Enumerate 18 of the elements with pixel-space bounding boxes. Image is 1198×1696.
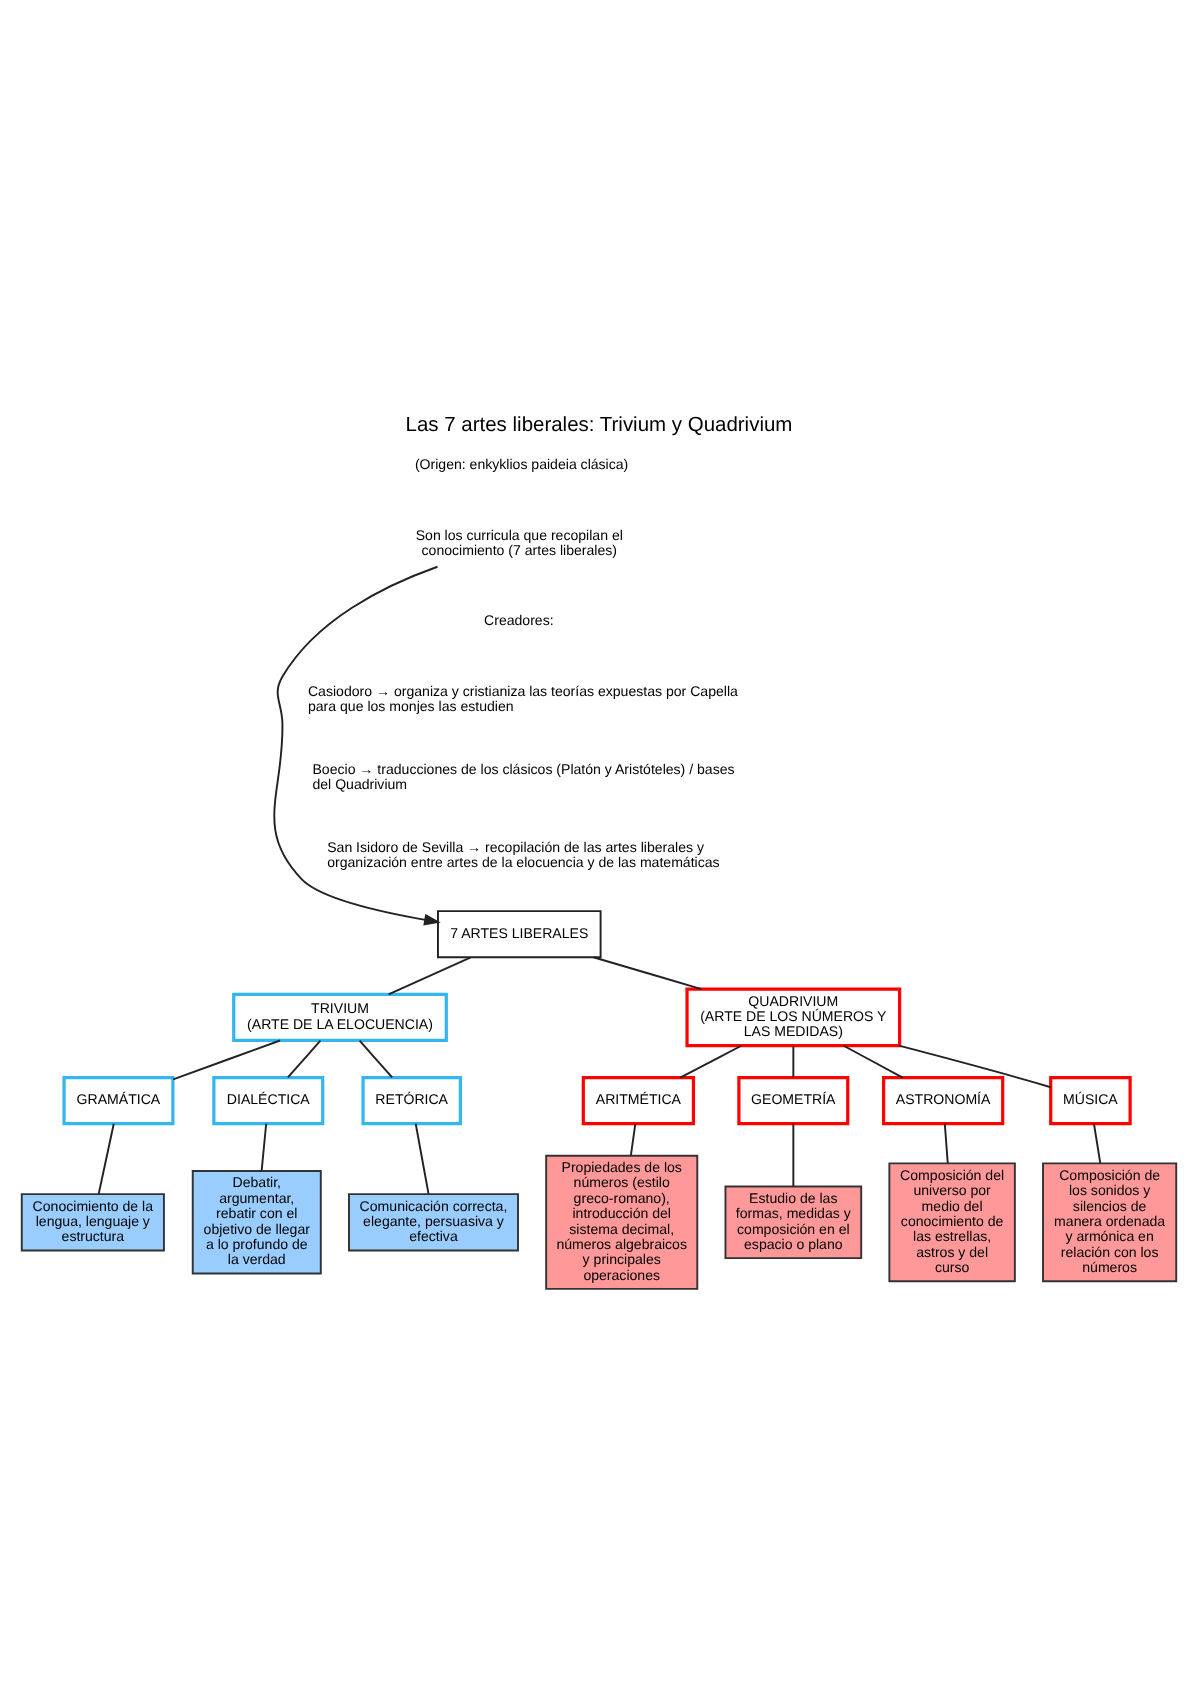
connector	[286, 1038, 322, 1078]
connector	[172, 1038, 281, 1080]
connector	[592, 955, 703, 990]
connector	[1093, 1121, 1102, 1164]
connector	[943, 1121, 949, 1164]
connector	[358, 1038, 394, 1078]
diagram-title: Las 7 artes liberales: Trivium y Quadrivium	[405, 413, 793, 436]
connector	[792, 1121, 795, 1187]
connector	[898, 1043, 1052, 1088]
connector	[842, 1043, 904, 1078]
arrow	[273, 564, 441, 925]
connector	[260, 1121, 268, 1171]
connector	[97, 1121, 115, 1194]
connector	[414, 1121, 430, 1194]
connector	[679, 1043, 743, 1078]
connector	[629, 1121, 637, 1156]
connector	[387, 955, 472, 995]
connector	[792, 1044, 795, 1078]
